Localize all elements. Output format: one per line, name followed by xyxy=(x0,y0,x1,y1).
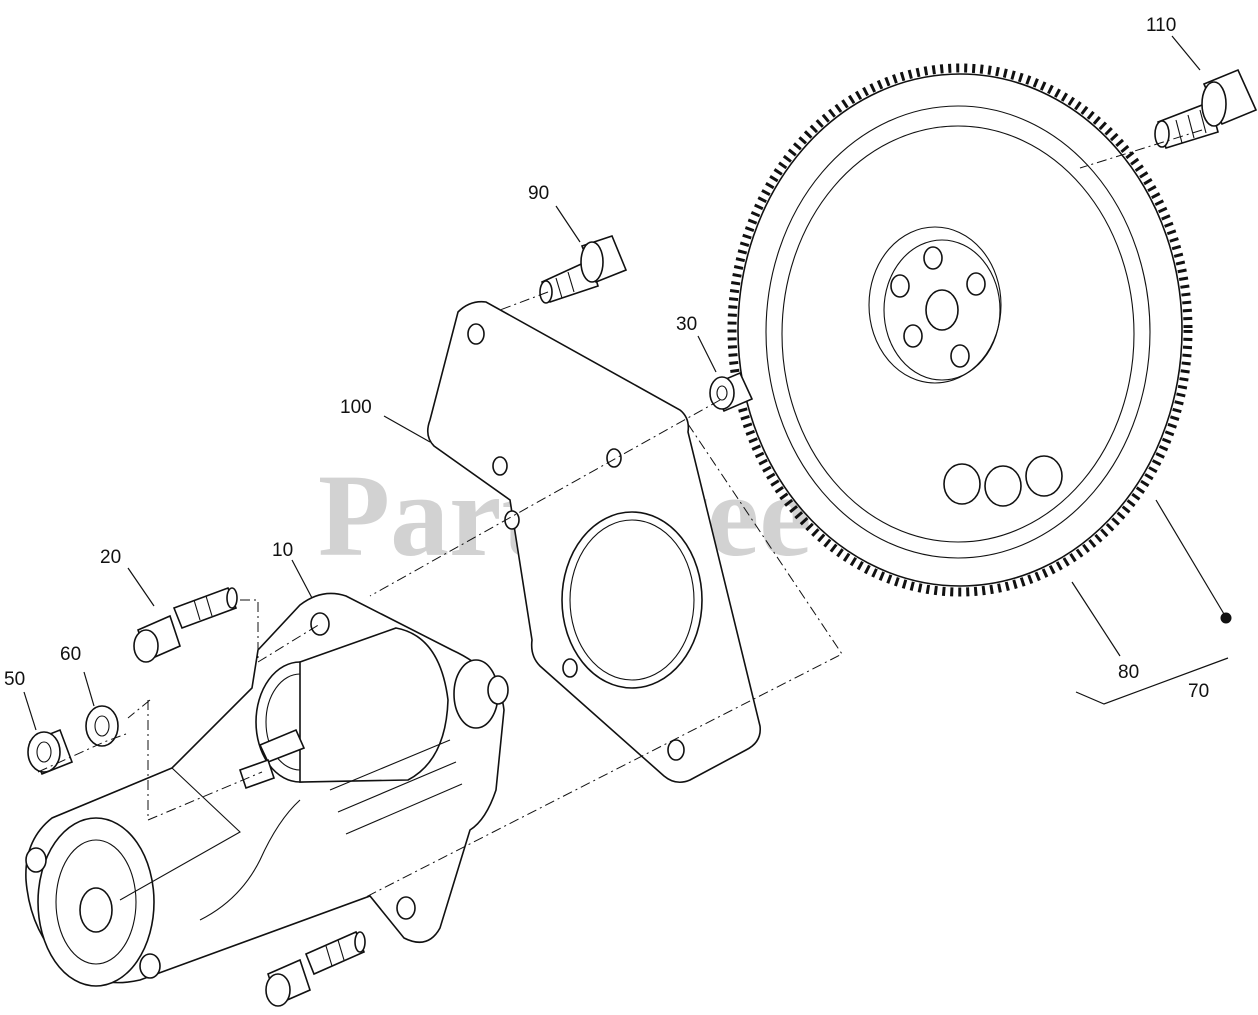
callout-20: 20 xyxy=(100,547,121,568)
callout-labels: 110 90 30 100 20 10 60 50 80 70 xyxy=(4,15,1209,702)
callout-60: 60 xyxy=(60,644,81,665)
flywheel-bolt[interactable] xyxy=(1154,68,1258,149)
flywheel[interactable] xyxy=(727,63,1193,597)
adapter-plate[interactable] xyxy=(426,300,762,784)
callout-80: 80 xyxy=(1118,662,1139,683)
lock-washer[interactable] xyxy=(85,705,119,747)
starter-bolt-upper[interactable] xyxy=(133,586,238,663)
hex-nut[interactable] xyxy=(27,728,74,776)
callout-10: 10 xyxy=(272,540,293,561)
spacer-collar[interactable] xyxy=(709,371,754,413)
starter-motor[interactable] xyxy=(25,592,509,987)
starter-bolt-lower[interactable] xyxy=(265,930,366,1007)
callout-100: 100 xyxy=(340,397,372,418)
callout-110: 110 xyxy=(1146,15,1176,36)
callout-30: 30 xyxy=(676,314,697,335)
callout-90: 90 xyxy=(528,183,549,204)
callout-50: 50 xyxy=(4,669,25,690)
callout-70: 70 xyxy=(1188,681,1209,702)
alignment-lines xyxy=(37,129,1203,901)
leader-lines xyxy=(23,35,1232,731)
plate-bolt[interactable] xyxy=(539,235,628,304)
